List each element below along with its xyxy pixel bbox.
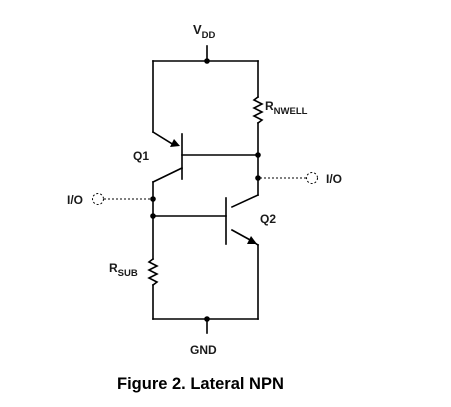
q2-transistor [225,197,260,247]
r-sub-resistor [147,215,159,320]
left-node-wires [150,181,227,219]
figure-caption: Figure 2. Lateral NPN [117,375,284,393]
q1-transistor [151,133,261,184]
io-left-port [92,193,151,205]
io-right-port [260,172,318,184]
io-right-label: I/O [326,172,342,186]
r-sub-label: RSUB [109,261,138,279]
q2-label: Q2 [260,212,276,226]
io-left-label: I/O [67,193,83,207]
q1-label: Q1 [133,149,149,163]
vdd-rail [152,45,259,64]
vdd-label: VDD [193,22,216,41]
gnd-rail [152,316,259,334]
q1-emitter-wire [151,60,180,147]
q2-collector-wire [230,154,261,209]
r-nwell-label: RNWELL [265,99,308,117]
gnd-label: GND [190,343,217,357]
r-nwell-resistor [252,60,264,156]
